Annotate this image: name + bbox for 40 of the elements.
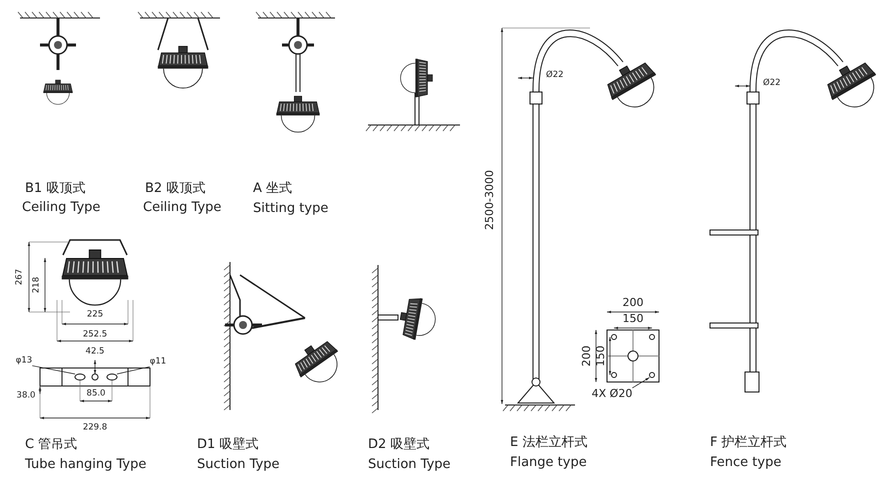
dimension-label: 218 — [32, 276, 42, 294]
caption: B2 吸顶式 — [145, 182, 206, 196]
dimension-label: 85.0 — [86, 389, 106, 399]
mounting-hole — [74, 374, 86, 380]
dimension-label: 38.0 — [16, 391, 36, 401]
caption: Sitting type — [253, 202, 328, 216]
callout-label: 4X Ø20 — [592, 388, 632, 400]
leader-line — [32, 365, 76, 374]
caption: C 管吊式 — [25, 438, 78, 452]
dimension-label: 229.8 — [82, 423, 108, 433]
leader-line — [632, 377, 650, 388]
dimension-label: 2500-3000 — [484, 170, 496, 230]
caption: Ceiling Type — [143, 201, 222, 216]
caption: A 坐式 — [253, 182, 292, 196]
caption: Ceiling Type — [22, 201, 100, 216]
mounting-hole — [649, 372, 655, 378]
dimension-label: 267 — [15, 268, 25, 286]
dimension-label: 200 — [580, 346, 594, 366]
dimension-label: 150 — [622, 312, 644, 326]
caption: Suction Type — [368, 458, 451, 472]
caption: Tube hanging Type — [25, 458, 146, 472]
caption: D2 吸壁式 — [368, 438, 430, 452]
dimension-label: Ø22 — [546, 71, 564, 80]
dimension-label: Ø22 — [763, 79, 781, 88]
caption: Suction Type — [197, 458, 280, 472]
caption: E 法栏立杆式 — [510, 436, 588, 450]
dimension-label: 150 — [594, 346, 608, 366]
leader-line — [116, 366, 150, 374]
dimension-label: 200 — [622, 296, 644, 310]
caption: D1 吸壁式 — [197, 438, 258, 452]
callout-label: φ13 — [16, 356, 32, 366]
caption: F 护栏立杆式 — [710, 436, 787, 450]
dimension-label: 42.5 — [86, 347, 104, 357]
caption: Flange type — [510, 456, 587, 470]
caption: B1 吸顶式 — [25, 182, 86, 196]
caption: Fence type — [710, 456, 782, 470]
dimension-label: 252.5 — [82, 330, 108, 340]
mounting-hole — [106, 374, 118, 380]
callout-label: φ11 — [150, 357, 166, 367]
dimension-label: 225 — [86, 310, 104, 320]
